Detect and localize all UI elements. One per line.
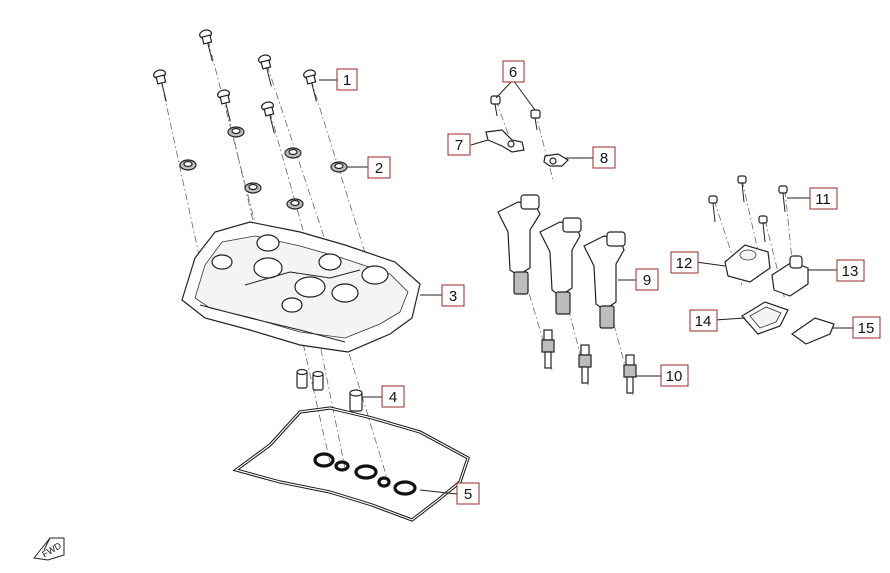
screw bbox=[737, 175, 747, 203]
callout-8: 8 bbox=[592, 146, 616, 169]
grommet bbox=[227, 126, 245, 138]
sensor-left bbox=[724, 244, 771, 283]
callout-5: 5 bbox=[456, 482, 480, 505]
spark-plug bbox=[578, 344, 592, 384]
callout-7: 7 bbox=[447, 133, 471, 156]
assembly-axes bbox=[160, 39, 794, 489]
svg-text:8: 8 bbox=[600, 150, 608, 167]
spark-plugs bbox=[541, 329, 637, 394]
spark-plug bbox=[623, 354, 637, 394]
svg-text:2: 2 bbox=[375, 160, 383, 177]
sensor-right bbox=[771, 255, 809, 297]
sleeve bbox=[296, 368, 308, 389]
svg-text:6: 6 bbox=[509, 64, 517, 81]
bolt bbox=[217, 89, 231, 122]
svg-text:10: 10 bbox=[666, 368, 683, 385]
svg-text:4: 4 bbox=[389, 389, 397, 406]
sensor-cover-pad bbox=[790, 317, 835, 345]
screw bbox=[778, 185, 788, 213]
spark-plug bbox=[541, 329, 555, 369]
callout-10: 10 bbox=[660, 364, 689, 387]
bolt bbox=[153, 69, 167, 102]
callout-2: 2 bbox=[367, 156, 391, 179]
cover-gasket bbox=[232, 406, 470, 522]
svg-text:1: 1 bbox=[343, 72, 351, 89]
sleeve bbox=[312, 370, 324, 391]
bolt bbox=[199, 29, 213, 62]
svg-text:15: 15 bbox=[858, 320, 875, 337]
svg-text:9: 9 bbox=[643, 272, 651, 289]
valve-cover bbox=[181, 221, 421, 353]
sensor-screws bbox=[708, 175, 788, 243]
harness-clamp-right bbox=[543, 153, 569, 167]
bolt bbox=[258, 54, 272, 87]
bolt bbox=[303, 69, 317, 102]
callout-13: 13 bbox=[836, 259, 865, 282]
ignition-coils bbox=[497, 194, 626, 329]
callout-leaders bbox=[319, 79, 854, 495]
callout-6: 6 bbox=[502, 60, 525, 83]
cover-grommets bbox=[179, 126, 348, 210]
coil-bolts bbox=[490, 95, 541, 131]
callout-9: 9 bbox=[635, 268, 659, 291]
svg-text:11: 11 bbox=[815, 191, 831, 208]
grommet bbox=[286, 198, 304, 210]
svg-text:12: 12 bbox=[676, 255, 693, 272]
ignition-coil bbox=[497, 194, 541, 295]
grommet bbox=[284, 147, 302, 159]
svg-text:5: 5 bbox=[464, 486, 472, 503]
callout-1: 1 bbox=[336, 68, 358, 91]
callout-12: 12 bbox=[670, 251, 699, 274]
grommet bbox=[244, 182, 262, 194]
sensor-gasket-plate bbox=[741, 301, 789, 335]
callout-14: 14 bbox=[689, 309, 718, 332]
screw bbox=[708, 195, 718, 223]
callout-15: 15 bbox=[852, 316, 881, 339]
plug-seal-rings bbox=[313, 452, 417, 496]
ignition-coil bbox=[539, 217, 582, 315]
harness-clamp-left bbox=[485, 129, 525, 153]
screw bbox=[758, 215, 768, 243]
cover-bolts bbox=[153, 29, 317, 134]
grommet bbox=[330, 161, 348, 173]
callouts: 1 2 3 4 5 6 7 8 9 10 11 12 13 14 15 bbox=[336, 60, 881, 505]
ignition-coil bbox=[583, 231, 626, 329]
callout-3: 3 bbox=[441, 284, 465, 307]
callout-4: 4 bbox=[381, 385, 405, 408]
bolt bbox=[261, 101, 275, 134]
sleeve bbox=[349, 389, 363, 412]
svg-text:14: 14 bbox=[695, 313, 712, 330]
svg-text:3: 3 bbox=[449, 288, 457, 305]
fwd-marker: FWD bbox=[33, 537, 65, 561]
bolt bbox=[490, 95, 501, 117]
callout-11: 11 bbox=[809, 187, 838, 210]
bolt bbox=[530, 109, 541, 131]
svg-text:13: 13 bbox=[842, 263, 859, 280]
svg-text:7: 7 bbox=[455, 137, 463, 154]
cover-sleeves bbox=[296, 368, 363, 412]
grommet bbox=[179, 159, 197, 171]
